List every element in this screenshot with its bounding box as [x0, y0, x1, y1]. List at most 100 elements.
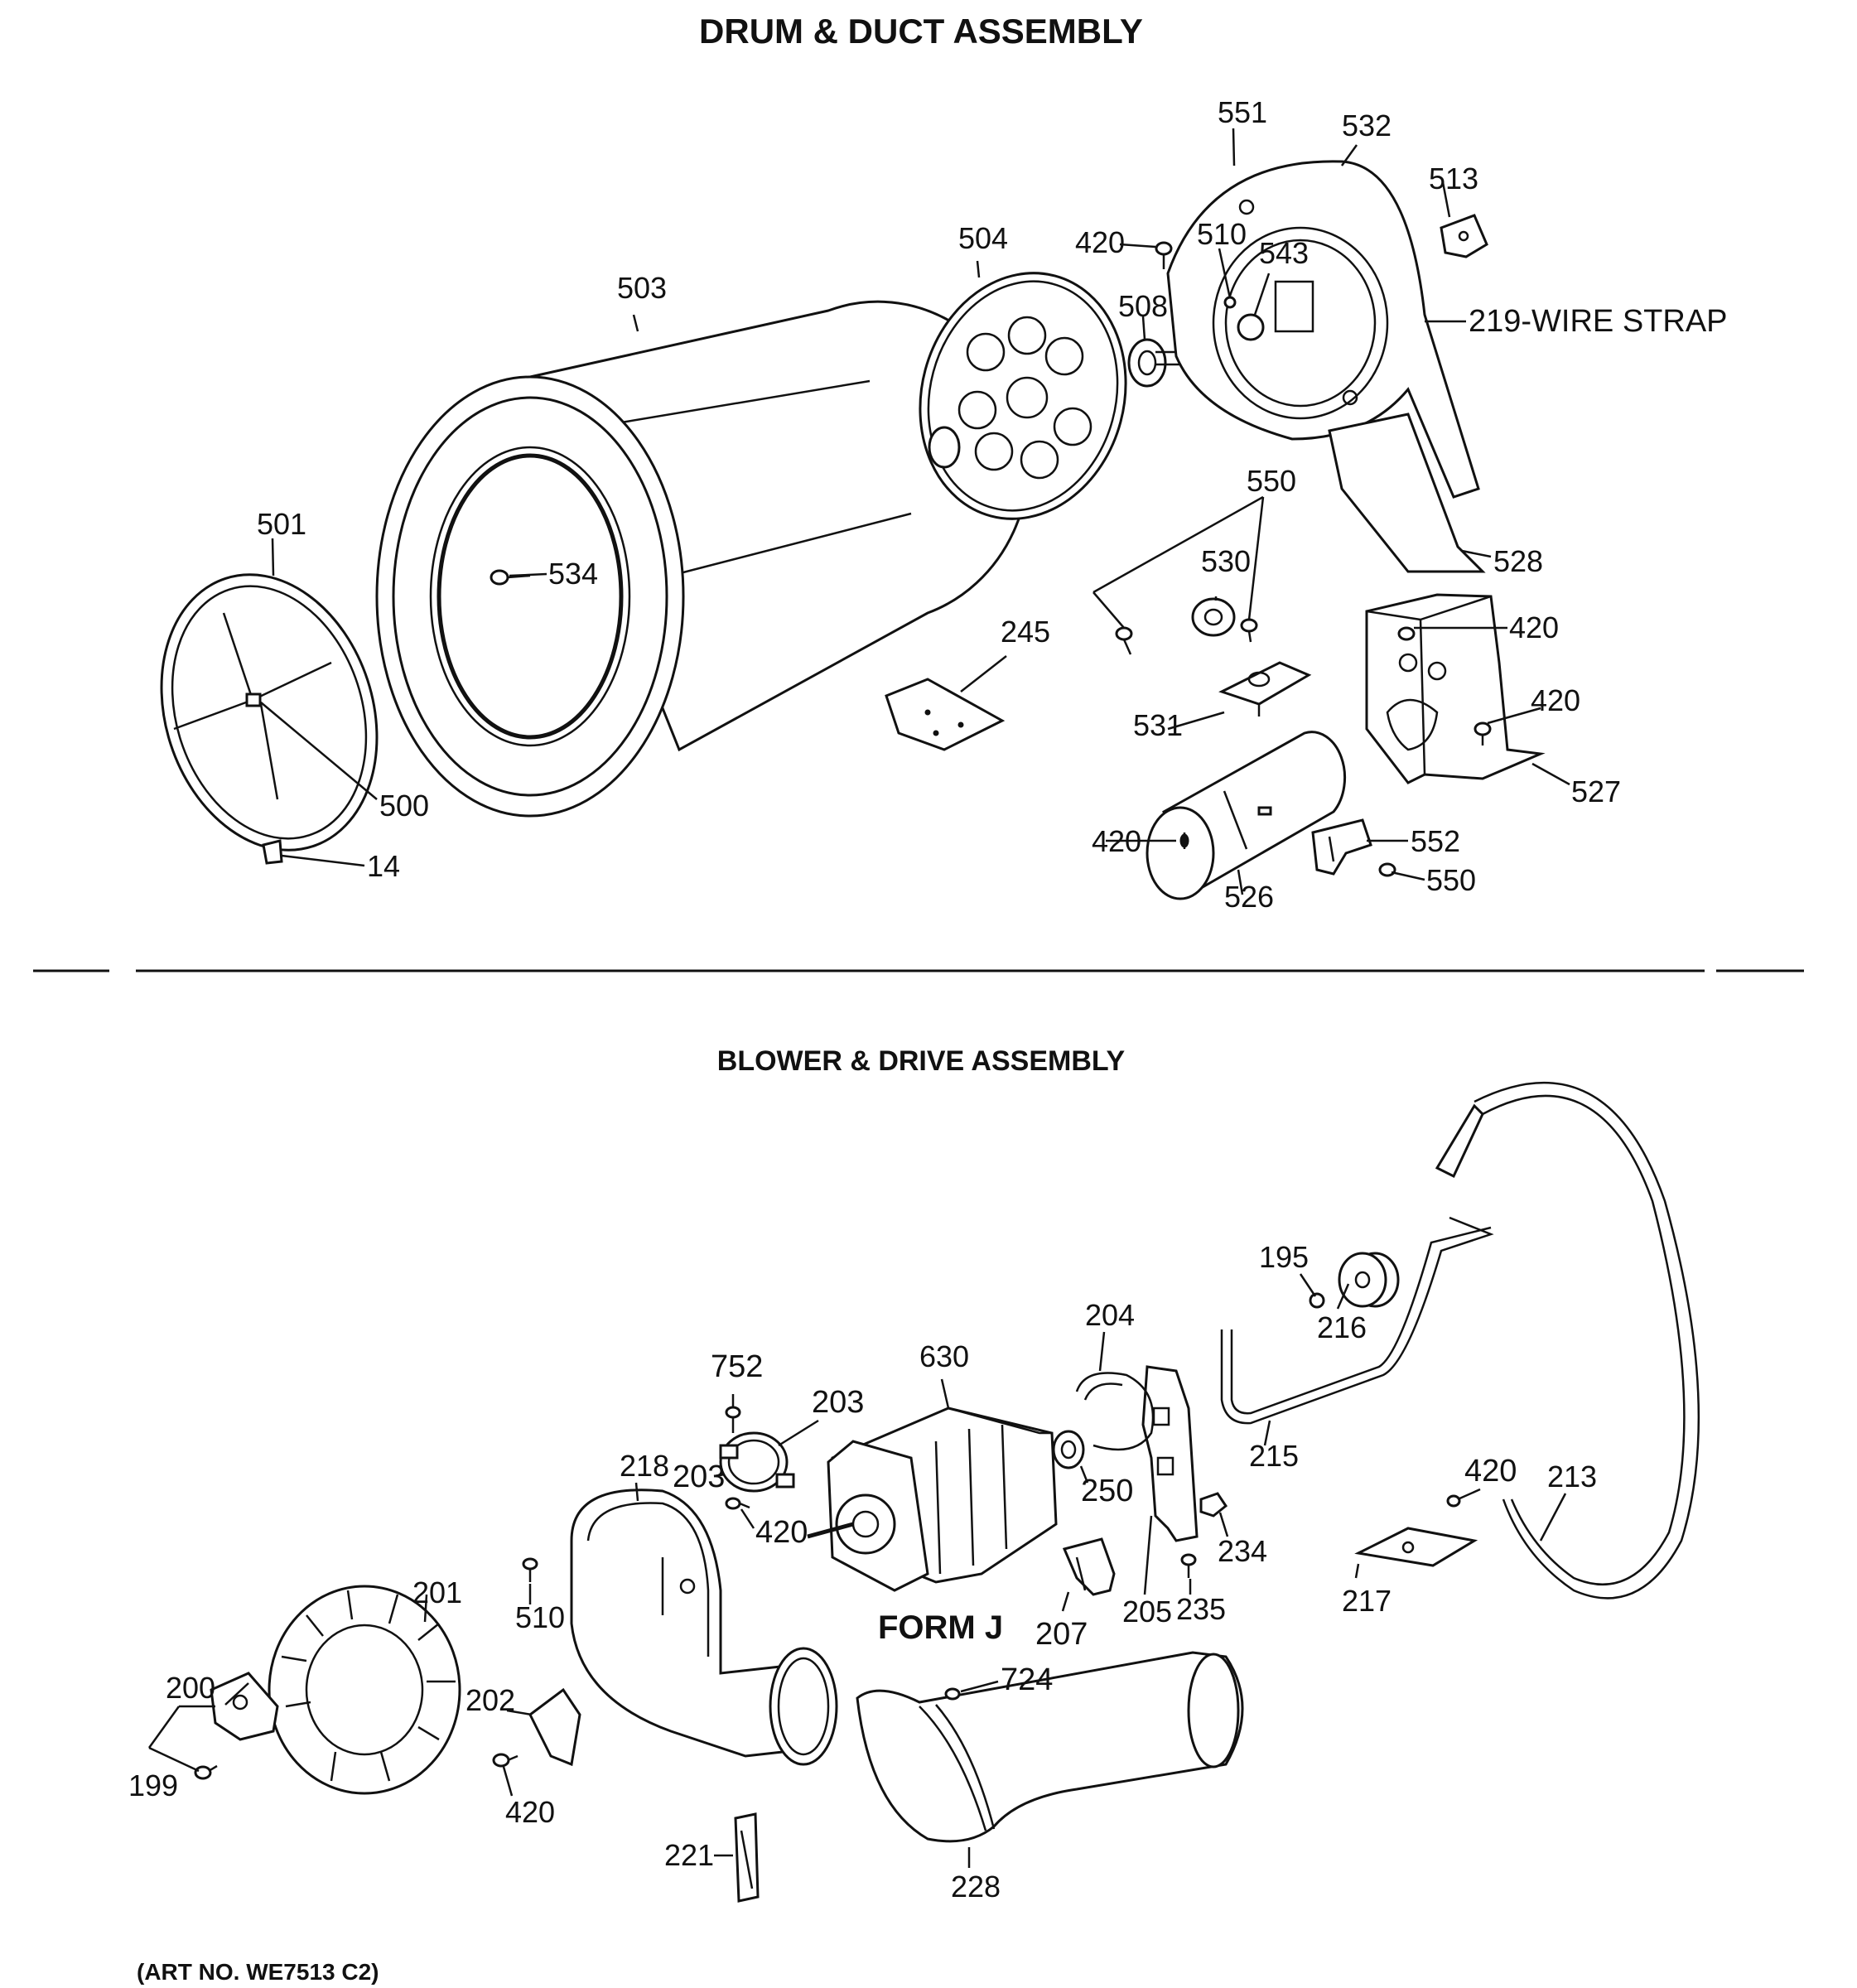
screw-420-heater-b — [1474, 721, 1492, 746]
thermostat-530 — [1191, 597, 1236, 637]
label-195: 195 — [1259, 1240, 1309, 1274]
drum-part-labels: 551 532 513 504 420 510 543 503 508 219-… — [257, 95, 1728, 914]
drive-belt-213 — [1435, 1082, 1700, 1600]
capacitor-526 — [1146, 731, 1347, 900]
screw-550-a — [1115, 626, 1133, 655]
screw-420-clamp — [725, 1497, 750, 1510]
label-203-top: 203 — [812, 1385, 864, 1420]
label-420-clamp: 420 — [755, 1515, 808, 1550]
screw-420-blower — [492, 1753, 519, 1768]
blower-section-title: BLOWER & DRIVE ASSEMBLY — [717, 1045, 1126, 1077]
label-204: 204 — [1085, 1298, 1135, 1332]
label-503: 503 — [617, 271, 667, 305]
label-200: 200 — [166, 1671, 215, 1705]
label-216: 216 — [1317, 1310, 1367, 1344]
label-215: 215 — [1249, 1439, 1299, 1473]
label-245: 245 — [1001, 615, 1050, 649]
label-724: 724 — [1001, 1662, 1053, 1697]
label-199: 199 — [128, 1768, 178, 1802]
screw-510-blower — [522, 1557, 538, 1582]
front-seal-501 — [160, 573, 379, 852]
label-528: 528 — [1493, 544, 1543, 578]
nut-234 — [1199, 1492, 1228, 1518]
label-551: 551 — [1218, 95, 1267, 129]
blower-leader-lines — [147, 1273, 1567, 1868]
screw-420-bracket — [1446, 1494, 1461, 1508]
drum-503 — [375, 300, 1030, 818]
screw-550-b — [1240, 618, 1258, 643]
motor-630 — [807, 1407, 1085, 1592]
duct-202 — [528, 1687, 581, 1767]
drum-head-504 — [919, 272, 1127, 520]
label-550-bottom: 550 — [1426, 863, 1476, 897]
label-630: 630 — [919, 1339, 969, 1373]
label-420-bracket: 420 — [1464, 1454, 1517, 1489]
label-221: 221 — [664, 1838, 714, 1872]
bracket-531 — [1218, 661, 1312, 717]
connector-552 — [1311, 818, 1372, 876]
screw-420-heater-a — [1397, 626, 1416, 641]
motor-mount-205 — [1141, 1365, 1199, 1542]
label-420-heater-b: 420 — [1531, 683, 1580, 717]
screw-420-top — [1155, 241, 1173, 269]
label-207: 207 — [1035, 1617, 1088, 1652]
screw-724 — [944, 1687, 961, 1701]
label-218: 218 — [620, 1449, 669, 1483]
clip-14 — [262, 839, 283, 865]
label-532: 532 — [1342, 109, 1392, 142]
label-14: 14 — [367, 849, 400, 883]
label-550-top: 550 — [1247, 464, 1296, 498]
label-217: 217 — [1342, 1584, 1392, 1618]
label-234: 234 — [1218, 1534, 1267, 1568]
screw-550-c — [1378, 862, 1396, 877]
bracket-200 — [210, 1672, 279, 1741]
switch-207 — [1062, 1537, 1116, 1596]
label-504: 504 — [958, 221, 1008, 255]
label-530: 530 — [1201, 544, 1251, 578]
screw-420-capacitor — [1179, 832, 1189, 849]
label-510: 510 — [1197, 217, 1247, 251]
blower-part-labels: 195 216 204 752 630 203 203 218 420 250 … — [128, 1240, 1597, 1904]
label-543: 543 — [1259, 236, 1309, 270]
label-527: 527 — [1571, 774, 1621, 808]
screw-752 — [725, 1406, 741, 1433]
label-228: 228 — [951, 1870, 1001, 1904]
label-420-blower: 420 — [505, 1795, 555, 1829]
label-552: 552 — [1411, 824, 1460, 858]
drum-leader-lines — [260, 128, 1570, 895]
label-534: 534 — [548, 557, 598, 591]
label-420-heater-a: 420 — [1509, 610, 1559, 644]
idler-pulley-216 — [1338, 1252, 1400, 1308]
label-501: 501 — [257, 507, 306, 541]
motor-clamp-204 — [1075, 1372, 1155, 1451]
idler-arm-215 — [1220, 1216, 1494, 1425]
label-508: 508 — [1118, 289, 1168, 323]
label-420-top: 420 — [1075, 225, 1125, 259]
label-201: 201 — [412, 1575, 462, 1609]
heater-housing-527 — [1365, 593, 1546, 784]
label-526: 526 — [1224, 880, 1274, 914]
clip-513 — [1440, 214, 1488, 258]
bracket-217 — [1354, 1527, 1478, 1567]
label-420-capacitor: 420 — [1092, 824, 1141, 858]
screw-199 — [194, 1764, 218, 1780]
art-number: (ART NO. WE7513 C2) — [137, 1959, 379, 1985]
label-752: 752 — [711, 1349, 763, 1384]
label-250: 250 — [1081, 1474, 1133, 1508]
label-205: 205 — [1122, 1595, 1172, 1629]
label-213: 213 — [1547, 1460, 1597, 1493]
blower-housing-218 — [570, 1489, 838, 1766]
label-513: 513 — [1429, 162, 1478, 195]
drum-section-title: DRUM & DUCT ASSEMBLY — [699, 12, 1143, 51]
plate-245 — [885, 678, 1006, 751]
rear-duct-532 — [1166, 160, 1486, 573]
label-203-left: 203 — [673, 1460, 725, 1494]
motor-clamp-203 — [719, 1431, 795, 1493]
label-500: 500 — [379, 789, 429, 823]
form-label: FORM J — [878, 1609, 1003, 1646]
label-510-blower: 510 — [515, 1600, 565, 1634]
screw-235 — [1180, 1553, 1197, 1578]
nut-195 — [1309, 1292, 1325, 1309]
blower-wheel-201 — [268, 1585, 461, 1795]
